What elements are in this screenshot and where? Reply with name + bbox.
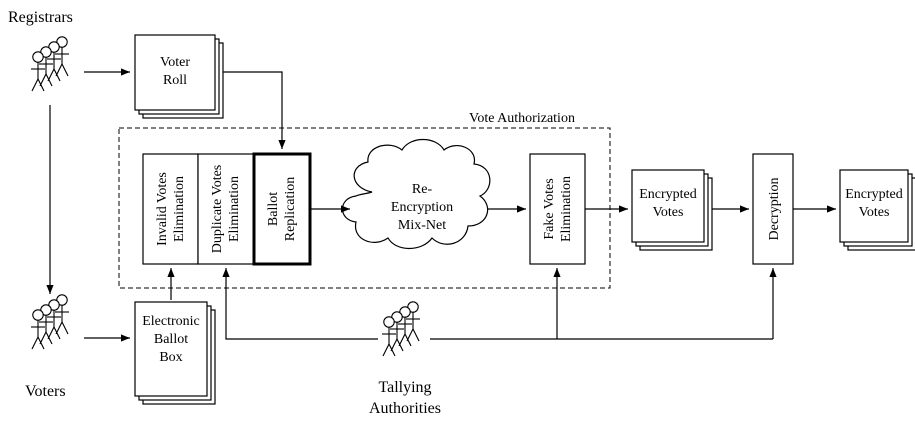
electronic-ballot-box-document: Electronic Ballot Box <box>134 301 216 405</box>
invalid-votes-elimination: Invalid Votes Elimination <box>142 153 199 265</box>
voter-roll-label-line2: Roll <box>163 73 187 88</box>
invalid-votes-label-line2: Elimination <box>172 176 187 242</box>
arrow-tallying-to-duplicate-votes <box>222 268 378 340</box>
decryption: Decryption <box>752 153 794 265</box>
ballot-replication-label-line2: Replication <box>283 177 298 242</box>
tallying-label-line1: Tallying <box>378 379 431 396</box>
vote-authorization-title: Vote Authorization <box>469 111 575 126</box>
voters-label: Voters <box>25 383 66 400</box>
fake-votes-elimination: Fake Votes Elimination <box>529 153 586 265</box>
ballot-box-label-line1: Electronic <box>142 314 200 329</box>
arrow-voter-roll-to-ballot-replication <box>223 71 286 149</box>
encrypted-votes-1-line2: Votes <box>653 205 684 220</box>
decryption-label: Decryption <box>767 178 782 241</box>
voter-roll-document: Voter Roll <box>134 34 224 119</box>
mixnet-label-line3: Mix-Net <box>398 218 446 233</box>
mixnet-label-line1: Re- <box>412 182 433 197</box>
tallying-label-line2: Authorities <box>369 400 441 417</box>
voters-icon <box>31 295 69 349</box>
invalid-votes-label-line1: Invalid Votes <box>155 172 170 246</box>
vote-authorization-group <box>118 127 611 289</box>
registrars-label: Registrars <box>8 9 73 26</box>
duplicate-votes-label-line2: Elimination <box>227 176 242 242</box>
duplicate-votes-label-line1: Duplicate Votes <box>210 165 225 254</box>
voter-roll-label-line1: Voter <box>160 55 190 70</box>
duplicate-votes-elimination: Duplicate Votes Elimination <box>197 153 255 265</box>
ballot-box-label-line2: Ballot <box>154 332 188 347</box>
registrars-icon <box>31 37 69 91</box>
fake-votes-label-line1: Fake Votes <box>542 178 557 239</box>
encrypted-votes-2-line1: Encrypted <box>845 187 903 202</box>
encrypted-votes-document-2: Encrypted Votes <box>839 169 915 251</box>
encrypted-votes-document-1: Encrypted Votes <box>631 169 713 251</box>
mixnet-label-line2: Encryption <box>391 200 453 215</box>
ballot-box-label-line3: Box <box>159 350 182 365</box>
re-encryption-mix-net-cloud: Re- Encryption Mix-Net <box>341 138 491 250</box>
ballot-replication: Ballot Replication <box>252 152 312 266</box>
encrypted-votes-2-line2: Votes <box>859 205 890 220</box>
tallying-authorities-icon <box>382 302 420 356</box>
ballot-replication-label-line1: Ballot <box>266 192 281 226</box>
fake-votes-label-line2: Elimination <box>559 176 574 242</box>
encrypted-votes-1-line1: Encrypted <box>639 187 697 202</box>
